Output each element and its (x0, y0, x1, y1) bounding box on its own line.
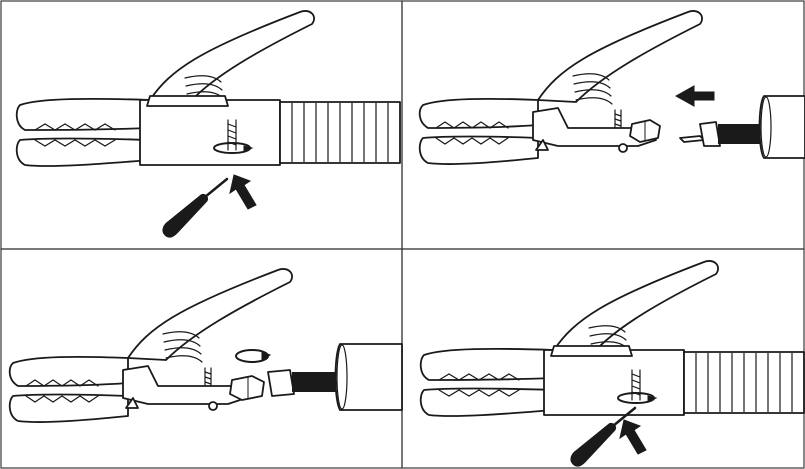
screwdriver-icon (161, 177, 229, 239)
electrode-holder-icon (15, 9, 401, 168)
panel-step-4 (419, 259, 805, 468)
electrode-holder-icon (418, 10, 703, 165)
screwdriver-icon (569, 406, 637, 468)
electrode-holder-icon (419, 259, 805, 418)
cable-icon (267, 343, 403, 411)
panel-step-3 (8, 268, 403, 423)
panel-step-1 (15, 9, 401, 239)
nut-icon (629, 119, 661, 143)
arrow-icon (619, 419, 647, 455)
rotation-arrow-icon (235, 349, 272, 363)
arrow-icon (674, 85, 715, 107)
nut-icon (229, 375, 265, 401)
panel-step-2 (418, 10, 805, 165)
arrow-icon (229, 174, 257, 210)
cable-icon (679, 95, 805, 159)
